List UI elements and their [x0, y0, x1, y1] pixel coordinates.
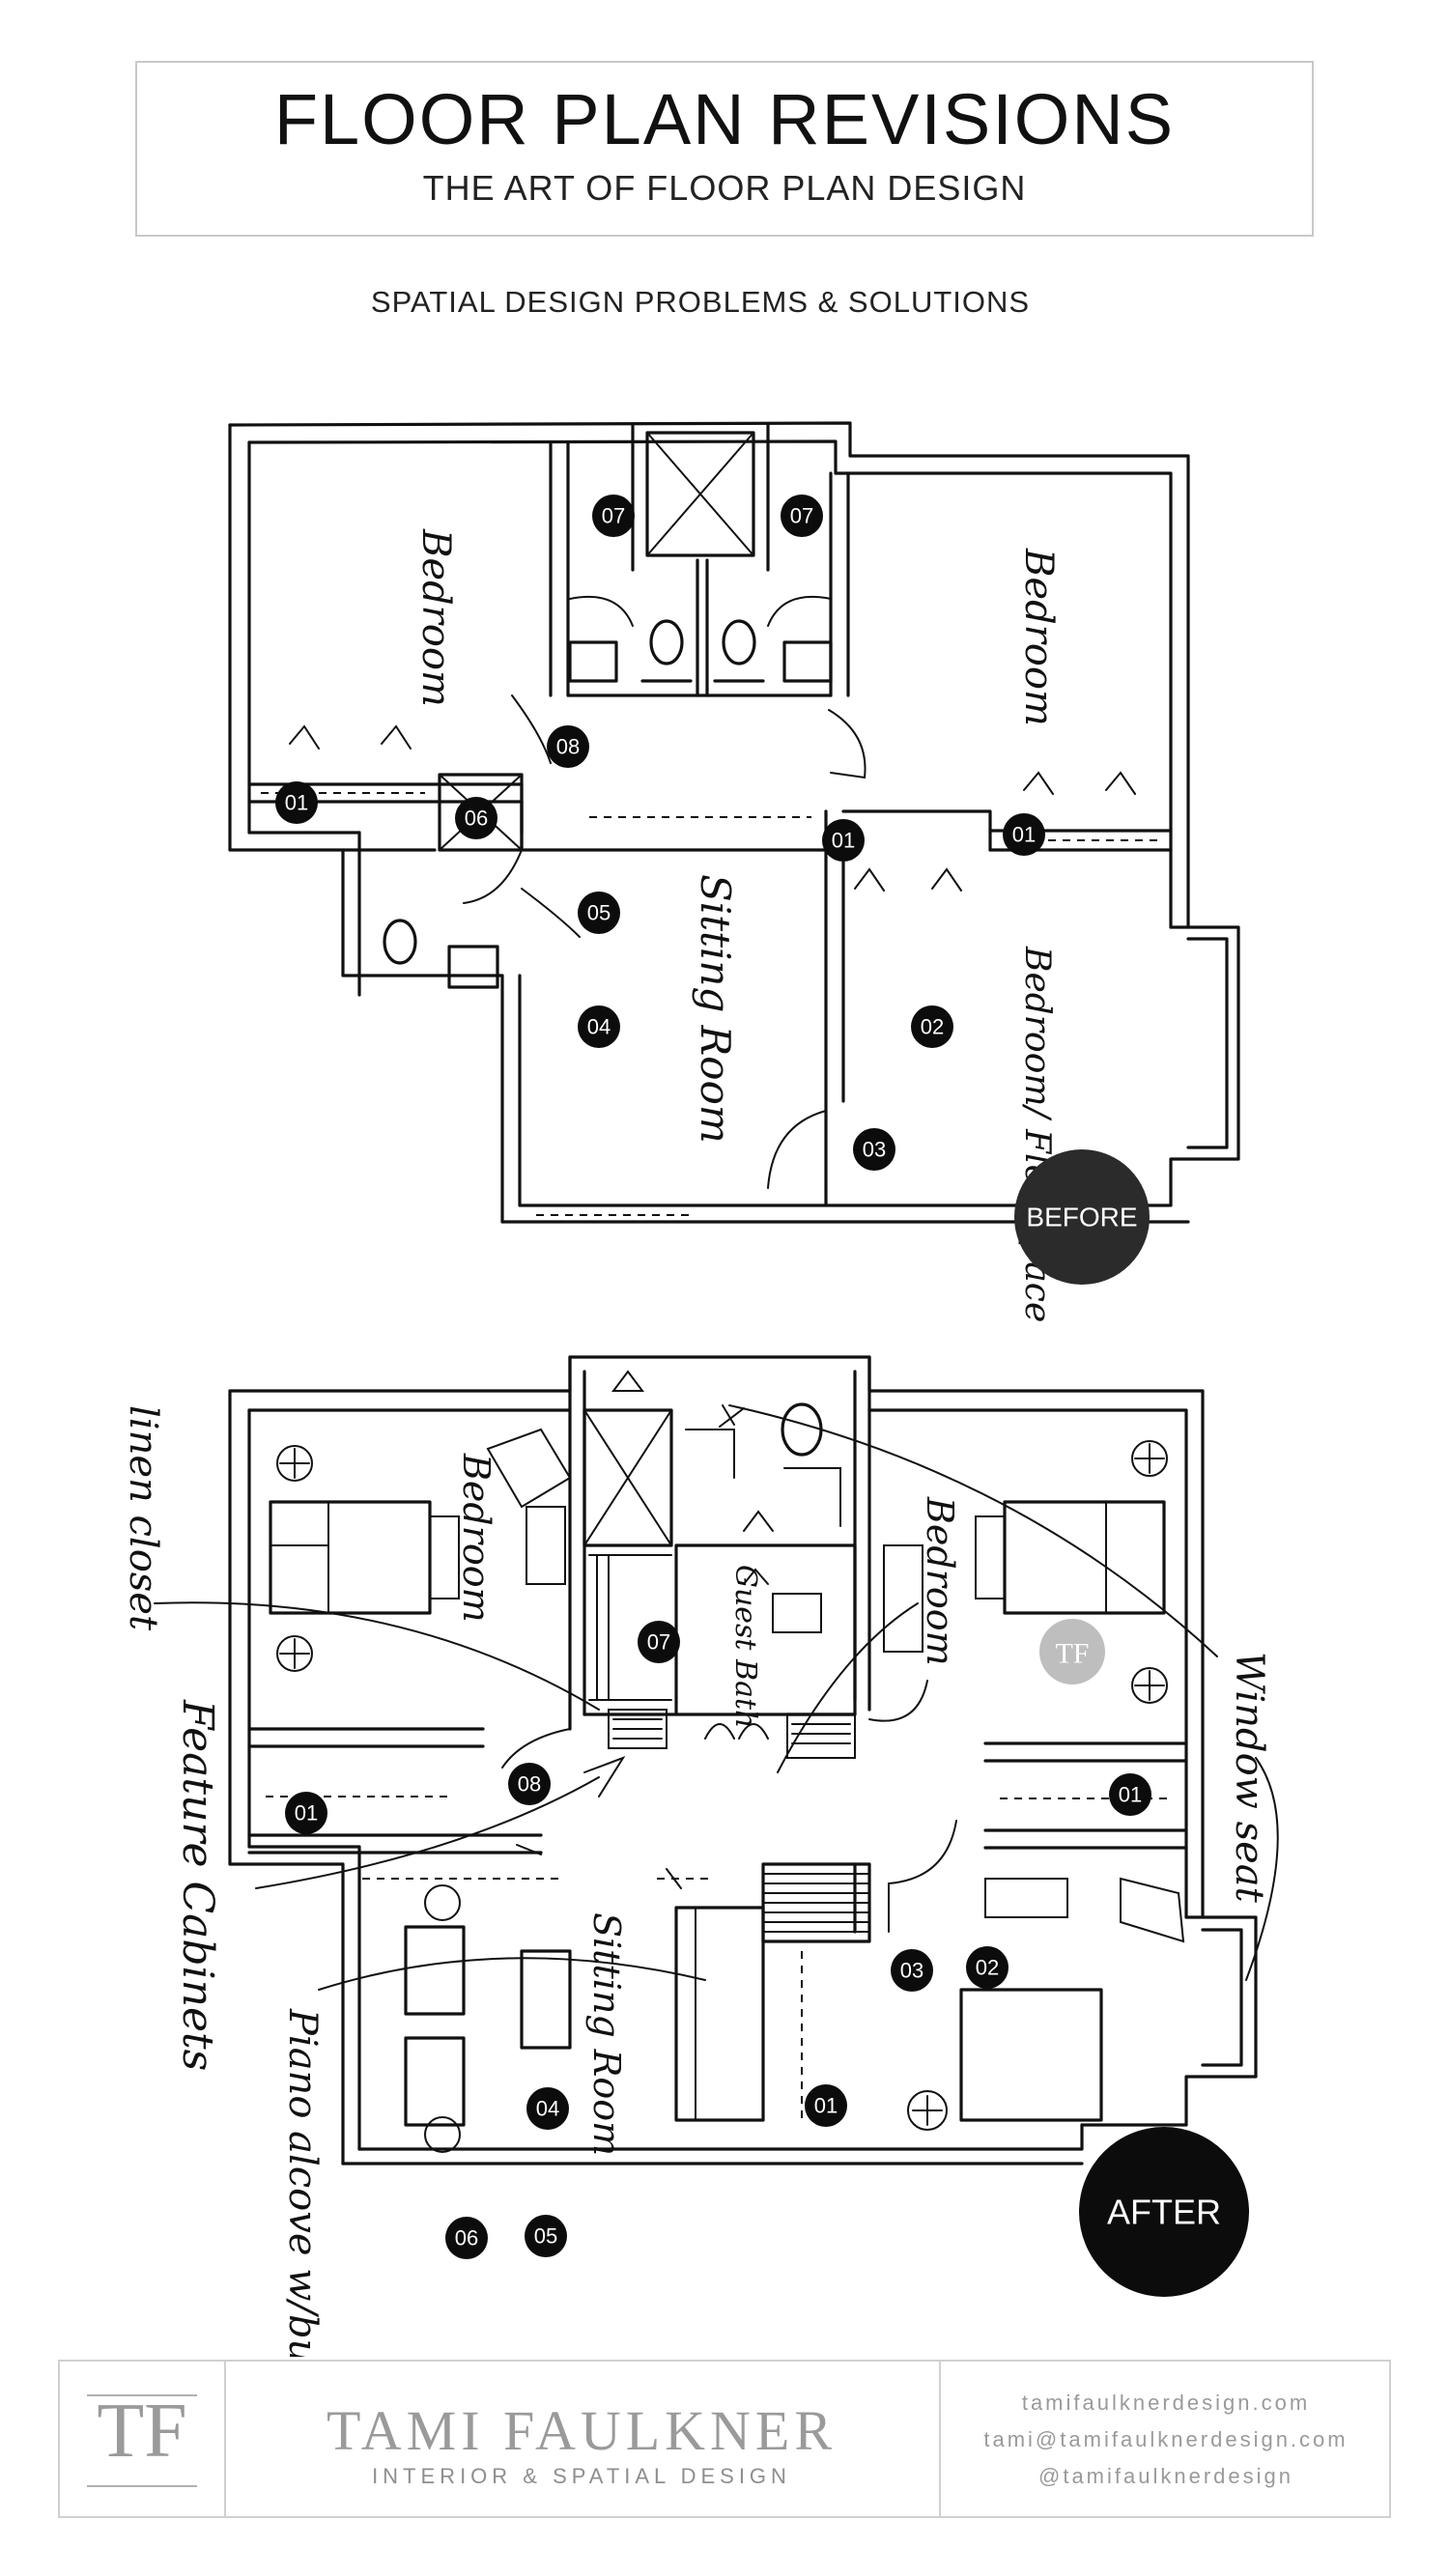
after-bedroom-left-label: Bedroom [455, 1453, 497, 1623]
svg-text:01: 01 [814, 2094, 838, 2118]
svg-text:07: 07 [647, 1630, 670, 1655]
annotation-window-seat: Window seat [1227, 1652, 1271, 1904]
before-badge: BEFORE [1014, 1149, 1150, 1285]
after-marker-03: 03 [891, 1949, 933, 1992]
before-marker-06: 06 [455, 797, 497, 839]
after-marker-01b: 01 [1109, 1773, 1151, 1816]
after-sitting-room-label: Sitting Room [585, 1912, 628, 2156]
svg-text:08: 08 [518, 1772, 541, 1797]
svg-text:01: 01 [295, 1801, 318, 1826]
before-marker-03: 03 [853, 1128, 895, 1171]
svg-text:04: 04 [536, 2097, 559, 2121]
before-marker-08: 08 [547, 725, 589, 768]
svg-text:03: 03 [900, 1959, 923, 1983]
website-link[interactable]: tamifaulknerdesign.com [1021, 2391, 1311, 2415]
brand-name: TAMI FAULKNER [326, 2399, 838, 2462]
brand-tagline: INTERIOR & SPATIAL DESIGN [372, 2464, 791, 2488]
title-box: FLOOR PLAN REVISIONS THE ART OF FLOOR PL… [135, 61, 1314, 237]
after-marker-01a: 01 [285, 1792, 327, 1834]
svg-text:01: 01 [1119, 1783, 1142, 1807]
before-marker-01b: 01 [822, 819, 865, 862]
before-bedroom-right-label: Bedroom [1016, 548, 1061, 726]
after-marker-07: 07 [638, 1621, 680, 1663]
annotation-piano-alcove: Piano alcove w/built-ins [280, 2008, 325, 2357]
before-sitting-room-label: Sitting Room [692, 874, 739, 1144]
page-title: FLOOR PLAN REVISIONS [273, 79, 1176, 159]
footer-divider-left [224, 2362, 226, 2516]
before-marker-05: 05 [578, 892, 620, 934]
footer: TF TAMI FAULKNER INTERIOR & SPATIAL DESI… [58, 2360, 1391, 2518]
svg-text:BEFORE: BEFORE [1026, 1203, 1137, 1232]
after-marker-02: 02 [966, 1946, 1009, 1989]
before-marker-02: 02 [911, 1005, 953, 1048]
svg-text:02: 02 [921, 1015, 944, 1039]
svg-text:01: 01 [1012, 823, 1036, 847]
annotation-linen-closet: linen closet [121, 1405, 165, 1631]
svg-text:02: 02 [976, 1956, 999, 1980]
page-subtitle: THE ART OF FLOOR PLAN DESIGN [422, 168, 1027, 208]
floor-plan-drawing: Bedroom Bedroom Sitting Room Bedroom/ Fl… [121, 421, 1279, 2357]
svg-text:05: 05 [534, 2224, 557, 2249]
social-handle[interactable]: @tamifaulknerdesign [1038, 2464, 1293, 2488]
after-badge: AFTER [1079, 2127, 1249, 2297]
footer-divider-right [939, 2362, 941, 2516]
svg-text:08: 08 [556, 735, 580, 759]
tf-watermark: TF [1039, 1619, 1105, 1684]
before-marker-07b: 07 [781, 495, 823, 537]
after-marker-08: 08 [508, 1763, 551, 1805]
after-plan: Bedroom Bedroom Guest Bath Sitting Room … [121, 1355, 1279, 2357]
svg-text:06: 06 [455, 2226, 478, 2250]
before-marker-04: 04 [578, 1005, 620, 1048]
svg-text:01: 01 [285, 791, 308, 815]
svg-text:05: 05 [587, 901, 611, 925]
svg-text:AFTER: AFTER [1107, 2193, 1221, 2232]
before-marker-01a: 01 [275, 781, 318, 824]
svg-text:TF: TF [1055, 1638, 1089, 1670]
before-plan: Bedroom Bedroom Sitting Room Bedroom/ Fl… [228, 421, 1240, 1322]
svg-text:07: 07 [602, 504, 625, 528]
after-guest-bath-label: Guest Bath [728, 1565, 762, 1728]
svg-text:03: 03 [863, 1138, 886, 1162]
svg-text:01: 01 [832, 829, 855, 853]
before-marker-07a: 07 [592, 495, 635, 537]
svg-text:07: 07 [790, 504, 813, 528]
brand-logo: TF [81, 2391, 203, 2491]
email-link[interactable]: tami@tamifaulknerdesign.com [983, 2427, 1349, 2451]
svg-text:04: 04 [587, 1015, 611, 1039]
before-marker-01c: 01 [1003, 813, 1045, 856]
annotation-feature-cabinets: Feature Cabinets [173, 1699, 222, 2071]
svg-text:06: 06 [465, 807, 488, 831]
section-heading: SPATIAL DESIGN PROBLEMS & SOLUTIONS [370, 285, 1031, 319]
after-marker-06: 06 [445, 2217, 488, 2259]
after-marker-05: 05 [525, 2215, 567, 2257]
before-bedroom-left-label: Bedroom [413, 528, 458, 707]
after-marker-01c: 01 [805, 2084, 847, 2127]
after-bedroom-right-label: Bedroom [919, 1496, 961, 1666]
after-marker-04: 04 [526, 2087, 569, 2130]
